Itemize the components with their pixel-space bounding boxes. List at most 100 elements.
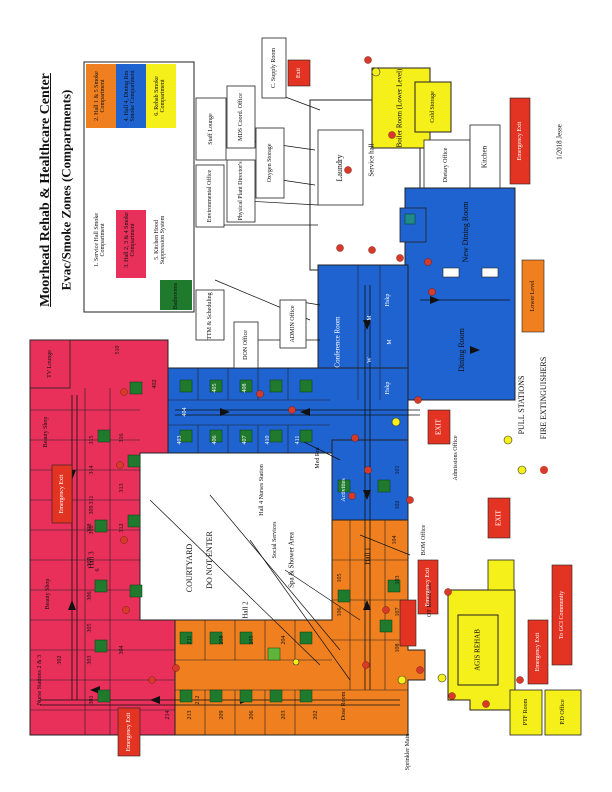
dining-fixtures — [442, 267, 499, 278]
room-number: 204 — [281, 635, 287, 645]
label-lower-level: Lower Level — [530, 280, 536, 312]
label-admissions: Admissions Office — [453, 435, 459, 481]
room-number: 316 — [119, 433, 125, 443]
room-number: 107 — [395, 607, 401, 617]
legend-swatch-orange — [86, 64, 116, 128]
label-ptf: PTF Room — [523, 698, 529, 726]
legend-item-3: 3. Hall 2, 3 & 4 Smoke Compartment — [124, 212, 136, 268]
label-dose: Dose Room — [341, 691, 347, 721]
emergency-exit-5: Emergency Exit — [535, 632, 541, 672]
pointer-lines — [149, 94, 411, 681]
room-laundry — [317, 129, 364, 206]
exit-boxes — [51, 59, 573, 757]
legend-swatch-blue — [116, 64, 146, 128]
key-pull-marker — [517, 465, 527, 475]
room-number: 312 — [119, 523, 125, 533]
emergency-exit-4: Emergency Exit — [425, 567, 431, 607]
room-number: 211 — [187, 635, 193, 645]
pull-stations — [292, 67, 513, 685]
label-w: W — [367, 357, 373, 363]
label-laundry: Laundry — [335, 154, 344, 182]
room-number: 103 — [395, 575, 401, 585]
emergency-exit-2: Emergency Exit — [59, 474, 65, 514]
room-number: 311 — [89, 495, 95, 505]
label-sprinkler: Sprinkler Main — [405, 733, 411, 771]
room-number: 6 — [95, 568, 101, 572]
room-number: 305 — [87, 623, 93, 633]
room-number: 105 — [337, 573, 343, 583]
room-number: 205 — [249, 635, 255, 645]
label-bom: BOM Office — [421, 524, 427, 556]
label-cold-storage: Cold Storage — [430, 91, 436, 123]
room-number: 214 — [165, 710, 171, 720]
room-number: 315 — [89, 435, 95, 445]
label-don: DON Office — [243, 330, 249, 360]
room-number: 108 — [395, 643, 401, 653]
label-physical-plant: Physical Plant Director's — [238, 161, 244, 221]
legend-bathrooms: Bathrooms — [173, 282, 179, 310]
room-tiny-blue — [399, 207, 427, 243]
room-number: 301 — [89, 695, 95, 705]
label-activities: Activities — [341, 478, 347, 502]
room-rehab-small — [487, 559, 515, 591]
emergency-lower-level — [521, 259, 545, 333]
room-number: 202 — [313, 710, 319, 720]
room-number: 304 — [119, 645, 125, 655]
room-number: 406 — [212, 435, 218, 445]
fire-extinguishers — [116, 56, 524, 708]
label-ttm: TTM & Scheduling — [207, 292, 213, 340]
key-pull-stations: PULL STATIONS — [517, 375, 526, 435]
exit-gci: To GCI Community — [559, 590, 565, 640]
room-number: 510 — [115, 345, 121, 355]
room-number: 408 — [242, 383, 248, 393]
room-number: 206 — [249, 710, 255, 720]
label-hskp-1: Hskp — [385, 293, 391, 307]
room-number: 306 — [87, 591, 93, 601]
label-beauty-shop: Beauty Shop — [43, 416, 49, 448]
label-courtyard: COURTYARD — [185, 543, 194, 593]
room-pd — [544, 689, 582, 736]
label-m-2: M — [387, 339, 393, 345]
room-number: 403 — [177, 435, 183, 445]
room-number: 106 — [337, 607, 343, 617]
label-m-1: M — [367, 315, 373, 321]
label-pd: P.D Office — [560, 699, 566, 725]
key-date: 1/2018 Jesse — [555, 124, 564, 160]
legend-swatch-green — [160, 280, 192, 310]
label-dietary: Dietary Office — [443, 147, 449, 183]
room-number: 405 — [212, 383, 218, 393]
legend-item-1: 1. Service Hall Smoke Compartment — [94, 213, 106, 267]
label-environmental: Environmental Office — [207, 169, 213, 223]
pink-room-dividers — [30, 388, 175, 735]
label-oxygen: Oxygen Storage — [267, 143, 273, 183]
zone-pink — [29, 339, 176, 736]
label-staff-lounge: Staff Lounge — [208, 113, 214, 145]
label-service-hall: Service hall — [367, 143, 376, 177]
room-number: 203 — [281, 710, 287, 720]
room-number: 208 — [219, 635, 225, 645]
label-beauty-shop-2: Beauty Shop — [45, 578, 51, 610]
label-new-dining: New Dining Room — [461, 201, 470, 263]
room-number: 101 — [395, 465, 401, 475]
label-tv-lounge: TV Lounge — [47, 350, 53, 378]
room-number: 213 — [187, 710, 193, 720]
room-number: 309 — [89, 505, 95, 515]
label-kitchen: Kitchen — [480, 145, 489, 169]
legend-item-5: 5. Kitchen Hood Suppression System — [154, 215, 166, 265]
room-number: 313 — [119, 483, 125, 493]
page-subtitle: Evac/Smoke Zones (Compartments) — [58, 89, 74, 291]
label-spa: Spa & Shower Area — [287, 532, 296, 588]
label-admin: ADMIN Office — [290, 305, 296, 343]
label-boiler: Boiler Room (Lower Level) — [395, 68, 404, 148]
label-social: Social Services — [272, 521, 278, 559]
key-fire-extinguishers: FIRE EXTINGUISHERS — [539, 356, 548, 440]
legend-item-4: 4. Hall 4, Dining Rm Smoke Compartment — [124, 70, 136, 122]
room-number: 402 — [152, 379, 158, 389]
label-hall-2: Hall 2 — [241, 601, 250, 619]
label-conference: Conference Room — [333, 316, 342, 368]
room-ptf — [509, 689, 543, 736]
room-number: 302 — [57, 655, 63, 665]
room-number: 411 — [295, 435, 301, 445]
room-number: 410 — [265, 435, 271, 445]
